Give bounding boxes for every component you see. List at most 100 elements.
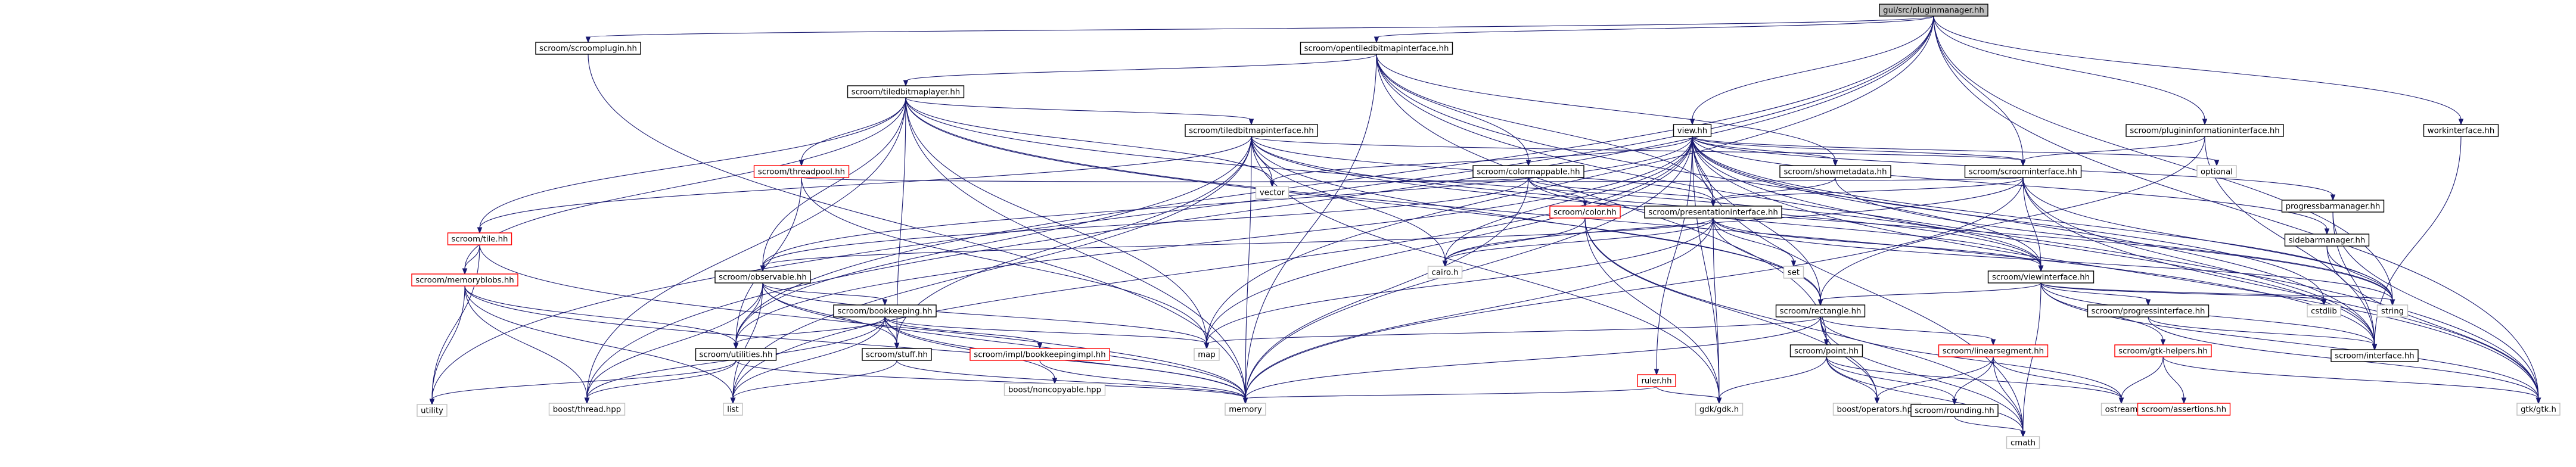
- node-mapn: map: [1194, 348, 1220, 361]
- node-sidebar[interactable]: sidebarmanager.hh: [2284, 234, 2370, 247]
- edge-tiledinterface-to-scroominterface: [1251, 136, 2026, 167]
- edge-observable-to-bookkeeping: [762, 282, 888, 306]
- node-rulerhh[interactable]: ruler.hh: [1637, 374, 1676, 387]
- edge-rectangle-to-cmath: [1820, 316, 2026, 438]
- node-box: [2307, 304, 2341, 317]
- edge-threadpool-to-vector: [801, 177, 1275, 188]
- node-presentation[interactable]: scroom/presentationinterface.hh: [1644, 206, 1782, 219]
- node-progressbar[interactable]: progressbarmanager.hh: [2281, 200, 2385, 213]
- edge-root-to-viewhh: [1689, 15, 1934, 126]
- node-listn: list: [723, 403, 743, 416]
- node-box: [2196, 165, 2237, 178]
- edge-viewinterface-to-cstdlib: [2040, 282, 2327, 306]
- node-box: [753, 165, 850, 178]
- node-box: [970, 348, 1110, 361]
- node-viewinterface[interactable]: scroom/viewinterface.hh: [1987, 270, 2095, 284]
- node-stuff[interactable]: scroom/stuff.hh: [862, 348, 932, 361]
- node-label: scroom/rounding.hh: [1915, 407, 1994, 416]
- node-label: scroom/observable.hh: [719, 273, 807, 282]
- node-label: scroom/colormappable.hh: [1477, 168, 1580, 177]
- node-box: [2087, 304, 2210, 317]
- node-box: [1987, 270, 2095, 284]
- node-root[interactable]: gui/src/pluginmanager.hh: [1879, 4, 1988, 17]
- edge-scroominterface-to-memory: [1242, 177, 2024, 404]
- node-interfacehh[interactable]: scroom/interface.hh: [2330, 349, 2419, 362]
- node-viewhh[interactable]: view.hh: [1673, 124, 1712, 137]
- node-linearsegment[interactable]: scroom/linearsegment.hh: [1938, 344, 2049, 357]
- node-rounding[interactable]: scroom/rounding.hh: [1910, 404, 1999, 417]
- node-box: [1427, 266, 1463, 279]
- node-tiledlayer[interactable]: scroom/tiledbitmaplayer.hh: [847, 85, 965, 98]
- node-label: scroom/viewinterface.hh: [1992, 273, 2090, 282]
- node-threadpool[interactable]: scroom/threadpool.hh: [753, 165, 850, 178]
- node-ostream: ostream: [2100, 403, 2142, 416]
- node-memoryblobs[interactable]: scroom/memoryblobs.hh: [411, 273, 518, 287]
- node-bookkeepingimpl[interactable]: scroom/impl/bookkeepingimpl.hh: [970, 348, 1110, 361]
- node-showmetadata[interactable]: scroom/showmetadata.hh: [1779, 165, 1891, 178]
- node-gdkh: gdk/gdk.h: [1695, 403, 1744, 416]
- node-label: workinterface.hh: [2428, 127, 2495, 136]
- node-label: optional: [2201, 168, 2233, 177]
- node-noncopyable: boost/noncopyable.hpp: [1003, 383, 1106, 396]
- node-box: [2137, 403, 2231, 416]
- node-workinterface[interactable]: workinterface.hh: [2423, 124, 2499, 137]
- edge-pointhh-to-ostream: [1826, 356, 2124, 404]
- edge-bookkeeping-to-bookkeepingimpl: [884, 316, 1043, 350]
- edge-opentiled-to-presentation: [1376, 54, 1716, 207]
- node-label: scroom/tile.hh: [452, 235, 508, 244]
- node-label: boost/operators.hpp: [1837, 406, 1918, 415]
- node-label: scroom/linearsegment.hh: [1943, 347, 2044, 356]
- node-plugininfo[interactable]: scroom/plugininformationinterface.hh: [2126, 124, 2284, 137]
- edge-rulerhh-to-memory: [1242, 386, 1657, 404]
- node-stringn: string: [2376, 304, 2409, 317]
- node-box: [447, 232, 512, 245]
- node-label: cmath: [2011, 439, 2036, 448]
- edge-stuff-to-memory: [896, 360, 1248, 404]
- edge-pointhh-to-cmath: [1826, 356, 2026, 438]
- edge-viewinterface-to-rectangle: [1817, 282, 2041, 306]
- edge-rounding-to-cmath: [1954, 416, 2026, 438]
- edge-root-to-utilities: [733, 15, 1934, 350]
- node-label: scroom/tiledbitmapinterface.hh: [1189, 127, 1314, 136]
- edge-tiledinterface-to-tilehh: [477, 136, 1252, 234]
- node-box: [723, 403, 743, 416]
- node-box: [1789, 344, 1863, 357]
- node-opentiled[interactable]: scroom/opentiledbitmapinterface.hh: [1300, 42, 1453, 55]
- edge-viewinterface-to-stringn: [2040, 282, 2395, 306]
- node-observable[interactable]: scroom/observable.hh: [714, 270, 811, 284]
- node-scroomplugin[interactable]: scroom/scroomplugin.hh: [535, 42, 641, 55]
- node-label: ostream: [2105, 406, 2138, 415]
- node-tilehh[interactable]: scroom/tile.hh: [447, 232, 512, 245]
- node-label: scroom/impl/bookkeepingimpl.hh: [974, 351, 1105, 360]
- node-utilities[interactable]: scroom/utilities.hh: [695, 348, 777, 361]
- edge-rulerhh-to-gdkh: [1656, 386, 1722, 404]
- node-colorhh[interactable]: scroom/color.hh: [1549, 206, 1621, 219]
- node-rectangle[interactable]: scroom/rectangle.hh: [1775, 304, 1866, 317]
- node-label: gdk/gdk.h: [1699, 406, 1739, 415]
- node-box: [833, 304, 937, 317]
- node-colormappable[interactable]: scroom/colormappable.hh: [1472, 165, 1584, 178]
- node-bookkeeping[interactable]: scroom/bookkeeping.hh: [833, 304, 937, 317]
- edge-viewinterface-to-progressinterface: [2040, 282, 2151, 306]
- edge-viewhh-to-optional: [1692, 136, 2220, 167]
- node-label: scroom/scroomplugin.hh: [539, 45, 637, 54]
- node-pointhh[interactable]: scroom/point.hh: [1789, 344, 1863, 357]
- node-cmath: cmath: [2006, 436, 2040, 449]
- node-box: [2114, 344, 2212, 357]
- edge-root-to-scroominterface: [1933, 15, 2026, 167]
- node-label: scroom/utilities.hh: [700, 351, 773, 360]
- edge-workinterface-to-interfacehh: [2372, 136, 2462, 351]
- node-box: [1964, 165, 2082, 178]
- node-label: gtk/gtk.h: [2521, 406, 2556, 415]
- edge-viewhh-to-showmetadata: [1692, 136, 1838, 167]
- node-scroominterface[interactable]: scroom/scroominterface.hh: [1964, 165, 2082, 178]
- node-assertions[interactable]: scroom/assertions.hh: [2137, 403, 2231, 416]
- node-utility: utility: [417, 404, 448, 417]
- edge-tilehh-to-memoryblobs: [462, 244, 480, 275]
- node-box: [1255, 186, 1289, 199]
- edge-stuff-to-listn: [730, 360, 897, 404]
- node-progressinterface[interactable]: scroom/progressinterface.hh: [2087, 304, 2210, 317]
- node-gtkhelpers[interactable]: scroom/gtk-helpers.hh: [2114, 344, 2212, 357]
- node-tiledinterface[interactable]: scroom/tiledbitmapinterface.hh: [1185, 124, 1318, 137]
- node-label: scroom/point.hh: [1794, 347, 1859, 356]
